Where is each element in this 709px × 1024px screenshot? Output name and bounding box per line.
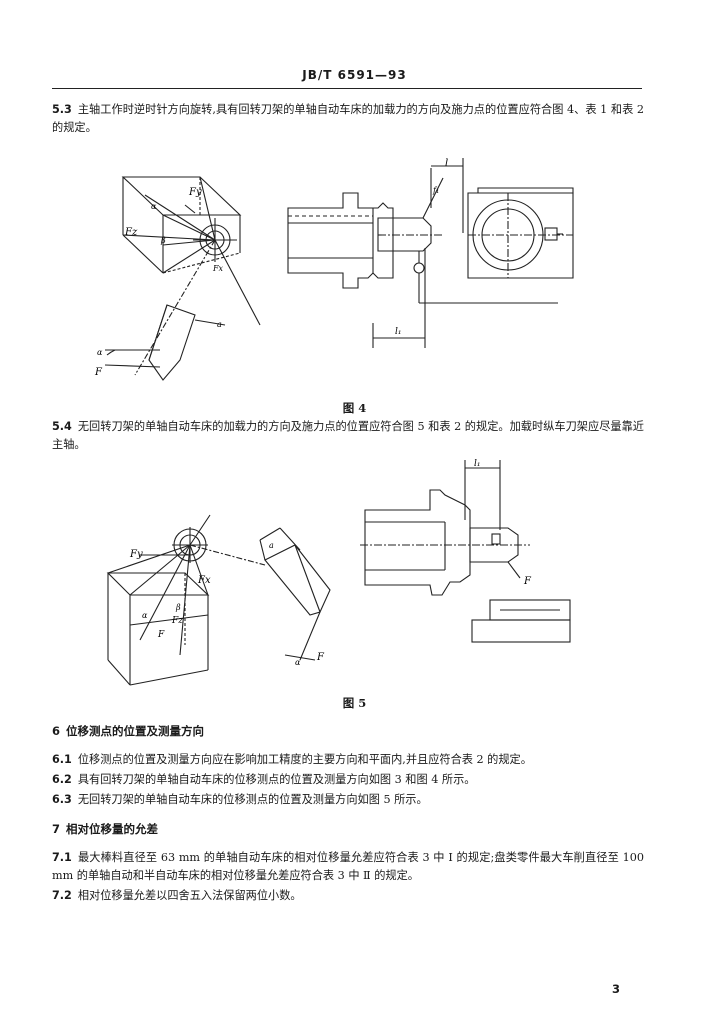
box-top-face xyxy=(121,176,242,216)
section-6-1: 6.1 位移测点的位置及测量方向应在影响加工精度的主要方向和平面内,并且应符合表 … xyxy=(52,751,644,769)
section-text: 位移测点的位置及测量方向应在影响加工精度的主要方向和平面内,并且应符合表 2 的… xyxy=(77,753,532,766)
section-number: 6.2 xyxy=(52,773,72,786)
label-a: a xyxy=(269,541,274,550)
label-beta: β xyxy=(160,236,166,245)
label-a: a xyxy=(217,320,222,329)
section-text: 无回转刀架的单轴自动车床的加载力的方向及施力点的位置应符合图 5 和表 2 的规… xyxy=(52,420,644,451)
heading-text: 相对位移量的允差 xyxy=(66,822,159,836)
label-alpha: α xyxy=(151,202,157,211)
load-point xyxy=(491,533,501,545)
figure-5-right-diagram: l₁ F xyxy=(360,459,571,643)
workpiece-bar xyxy=(469,527,519,563)
section-text: 具有回转刀架的单轴自动车床的位移测点的位置及测量方向如图 3 和图 4 所示。 xyxy=(77,773,476,786)
label-f: F xyxy=(157,630,165,640)
page-number: 3 xyxy=(612,982,621,996)
spindle-body xyxy=(287,192,394,289)
heading-7: 7 相对位移量的允差 xyxy=(52,821,158,837)
label-l1: l₁ xyxy=(395,327,402,337)
heading-number: 7 xyxy=(52,822,61,836)
section-number: 6.1 xyxy=(52,753,72,766)
section-number: 5.3 xyxy=(52,103,72,116)
heading-text: 位移测点的位置及测量方向 xyxy=(66,724,205,738)
section-text: 无回转刀架的单轴自动车床的位移测点的位置及测量方向如图 5 所示。 xyxy=(77,793,428,806)
label-l1: l₁ xyxy=(474,459,481,469)
label-l: l xyxy=(445,158,448,169)
section-text: 相对位移量允差以四舍五入法保留两位小数。 xyxy=(77,889,302,902)
figure-5-middle-diagram: a F α xyxy=(259,527,331,667)
section-number: 7.1 xyxy=(52,851,72,864)
tool-holder-base xyxy=(471,619,571,643)
label-alpha: α xyxy=(142,611,148,620)
cutting-tool xyxy=(148,304,196,381)
section-7-2: 7.2 相对位移量允差以四舍五入法保留两位小数。 xyxy=(52,887,644,905)
section-text: 主轴工作时逆时针方向旋转,具有回转刀架的单轴自动车床的加载力的方向及施力点的位置… xyxy=(52,103,644,134)
label-fz: Fz xyxy=(171,616,183,626)
section-number: 5.4 xyxy=(52,420,72,433)
label-f: F xyxy=(316,652,325,663)
figure-4-caption: 图 4 xyxy=(342,401,367,415)
label-fx: Fx xyxy=(197,575,211,586)
section-number: 7.2 xyxy=(52,889,72,902)
gauge-circle xyxy=(413,262,425,274)
label-fz: Fz xyxy=(124,227,138,238)
figure-4-right-diagram: l f₁ l₁ xyxy=(287,158,574,348)
heading-6: 6 位移测点的位置及测量方向 xyxy=(52,723,204,739)
figure-5-caption: 图 5 xyxy=(342,696,367,710)
label-fx: Fx xyxy=(212,264,224,273)
heading-number: 6 xyxy=(52,724,61,738)
section-6-2: 6.2 具有回转刀架的单轴自动车床的位移测点的位置及测量方向如图 3 和图 4 所… xyxy=(52,771,644,789)
section-number: 6.3 xyxy=(52,793,72,806)
label-alpha-2: α xyxy=(97,348,103,357)
figure-4-left-diagram: Fy Fz Fx α β F α a xyxy=(94,176,261,381)
label-beta: β xyxy=(175,603,181,612)
label-fy: Fy xyxy=(188,187,202,198)
label-fc: f₁ xyxy=(432,186,439,195)
spindle-body xyxy=(364,489,471,596)
figure-5-left-diagram: Fy Fx Fz F α β xyxy=(106,514,266,686)
box-top-face xyxy=(106,572,210,596)
section-6-3: 6.3 无回转刀架的单轴自动车床的位移测点的位置及测量方向如图 5 所示。 xyxy=(52,791,644,809)
turret-tool xyxy=(544,227,558,241)
section-text: 最大棒料直径至 63 mm 的单轴自动车床的相对位移量允差应符合表 3 中 Ⅰ … xyxy=(52,851,644,882)
label-fy: Fy xyxy=(129,549,143,560)
label-f: F xyxy=(94,367,103,378)
standard-number-header: JB/T 6591—93 xyxy=(302,68,407,82)
header-rule xyxy=(52,88,642,89)
cutting-tool xyxy=(264,544,331,616)
label-alpha: α xyxy=(295,658,301,667)
label-f: F xyxy=(523,576,532,587)
